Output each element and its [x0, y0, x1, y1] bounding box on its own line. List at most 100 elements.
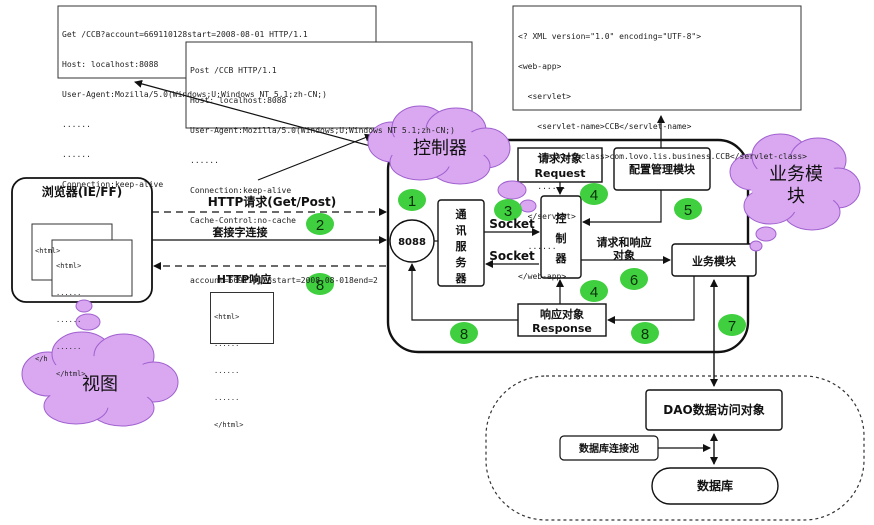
xml-line-8: ...... — [518, 242, 557, 251]
business-cloud-label-2: 块 — [787, 186, 805, 207]
config-module-box — [613, 147, 711, 191]
get-line-3: User-Agent:Mozilla/5.0(Windows;U;Windows… — [62, 90, 327, 99]
browser-page-front-text: <html> ...... ...... ...... </html> — [56, 244, 86, 388]
dao-box — [645, 389, 783, 431]
response-object-box — [517, 303, 607, 337]
badge-6-text: 6 — [630, 272, 638, 289]
badge-4-top-text: 4 — [590, 187, 598, 204]
business-cloud — [729, 133, 861, 252]
controller-char-1: 控 — [556, 211, 567, 225]
web-xml-doc — [512, 5, 802, 111]
http-request-label: HTTP请求(Get/Post) — [208, 194, 336, 209]
database-box — [651, 467, 779, 505]
page-front-line-3: ...... — [56, 316, 82, 324]
controller-box — [540, 195, 582, 279]
dao-region — [485, 375, 865, 521]
badge-1-text: 1 — [408, 193, 416, 210]
view-cloud — [21, 299, 179, 427]
badge-8-right-text: 8 — [641, 326, 649, 343]
controller-char-2: 制 — [556, 231, 567, 245]
business-to-response — [607, 276, 695, 324]
pool-label: 数据库连接池 — [579, 442, 639, 455]
post-line-4: ...... — [190, 156, 219, 165]
post-line-1: Post /CCB HTTP/1.1 — [190, 66, 277, 75]
comm-server-char-1: 通 — [456, 208, 467, 221]
get-line-2: Host: localhost:8088 — [62, 60, 159, 69]
badge-8-left-text: 8 — [316, 277, 324, 294]
badge-4-bottom-text: 4 — [590, 284, 598, 301]
badge-8-right: 8 — [631, 322, 659, 344]
badge-5: 5 — [674, 198, 702, 220]
arrow-to-post-doc — [257, 133, 373, 181]
xml-line-5: <servlet-class>com.lovo.lis.business.CCB… — [518, 152, 807, 161]
badge-8-middle: 8 — [450, 322, 478, 344]
controller-cloud-label: 控制器 — [413, 138, 467, 159]
comm-server-char-3: 服 — [456, 240, 468, 253]
badge-2: 2 — [306, 213, 334, 235]
post-line-2: Host: localhost:8088 — [190, 96, 287, 105]
response-obj-label-2: Response — [532, 322, 592, 335]
socket-label-1: Socket — [489, 217, 535, 231]
business-module-label: 业务模块 — [692, 254, 737, 268]
badge-7: 7 — [718, 314, 746, 336]
resp-line-3: ...... — [214, 367, 240, 375]
badge-6: 6 — [620, 268, 648, 290]
http-response-label: HTTP响应 — [217, 272, 272, 286]
port-label: 8088 — [398, 237, 426, 248]
xml-line-1: <? XML version="1.0" encoding="UTF-8"> — [518, 32, 702, 41]
page-front-line-5: </html> — [56, 370, 86, 378]
req-resp-label-1: 请求和响应 — [597, 235, 652, 249]
post-request-text: Post /CCB HTTP/1.1 Host: localhost:8088 … — [190, 46, 470, 296]
badge-1: 1 — [398, 189, 426, 211]
xml-line-4: <servlet-name>CCB</servlet-name> — [518, 122, 692, 131]
post-line-5: Connection:keep-alive — [190, 186, 292, 195]
comm-server-char-5: 器 — [455, 272, 468, 285]
response-doc — [210, 292, 274, 344]
badge-4-bottom: 4 — [580, 280, 608, 302]
post-line-7 — [190, 246, 470, 256]
resp-line-2: ...... — [214, 340, 240, 348]
resp-line-1: <html> — [214, 313, 240, 321]
xml-line-2: <web-app> — [518, 62, 562, 71]
get-line-4: ...... — [62, 120, 91, 129]
get-line-5: ...... — [62, 150, 91, 159]
get-line-6: Connection:keep-alive — [62, 180, 164, 189]
browser-page-back-text: <html> </h — [35, 229, 60, 373]
request-obj-label-1: 请求对象 — [538, 151, 582, 165]
get-request-text: Get /CCB?account=669110128start=2008-08-… — [62, 10, 327, 200]
config-to-controller — [582, 190, 662, 226]
config-module-label: 配置管理模块 — [629, 162, 696, 176]
socket-label-2: Socket — [489, 249, 535, 263]
page-back-line-1: <html> — [35, 247, 61, 255]
request-obj-label-2: Request — [535, 167, 586, 180]
dao-label: DAO数据访问对象 — [663, 402, 764, 417]
browser-title: 浏览器(IE/FF) — [42, 184, 122, 199]
comm-server-box — [437, 199, 485, 287]
badge-3: 3 — [494, 199, 522, 221]
html-page-front — [51, 239, 133, 297]
xml-line-9: </web-app> — [518, 272, 567, 281]
badge-7-text: 7 — [728, 318, 736, 335]
badge-8-middle-text: 8 — [460, 326, 468, 343]
response-to-port — [408, 263, 518, 321]
socket-connect-label: 套接字连接 — [213, 225, 268, 239]
response-doc-text: <html> ...... ...... ...... </html> — [214, 295, 244, 439]
comm-server-char-2: 讯 — [456, 224, 467, 237]
page-front-line-1: <html> — [56, 262, 82, 270]
page-front-line-2: ...... — [56, 289, 82, 297]
badge-2-text: 2 — [316, 217, 324, 234]
web-xml-text: <? XML version="1.0" encoding="UTF-8"> <… — [518, 12, 807, 292]
get-line-1: Get /CCB?account=669110128start=2008-08-… — [62, 30, 308, 39]
controller-cloud — [367, 105, 537, 213]
response-obj-label-1: 响应对象 — [540, 307, 584, 321]
comm-server-char-4: 务 — [456, 255, 468, 269]
database-label: 数据库 — [697, 478, 733, 493]
badge-5-text: 5 — [684, 202, 692, 219]
page-front-line-4: ...... — [56, 343, 82, 351]
page-back-line-5: </h — [35, 355, 48, 363]
resp-line-4: ...... — [214, 394, 240, 402]
badge-8-left: 8 — [306, 273, 334, 295]
badge-3-text: 3 — [504, 203, 512, 220]
